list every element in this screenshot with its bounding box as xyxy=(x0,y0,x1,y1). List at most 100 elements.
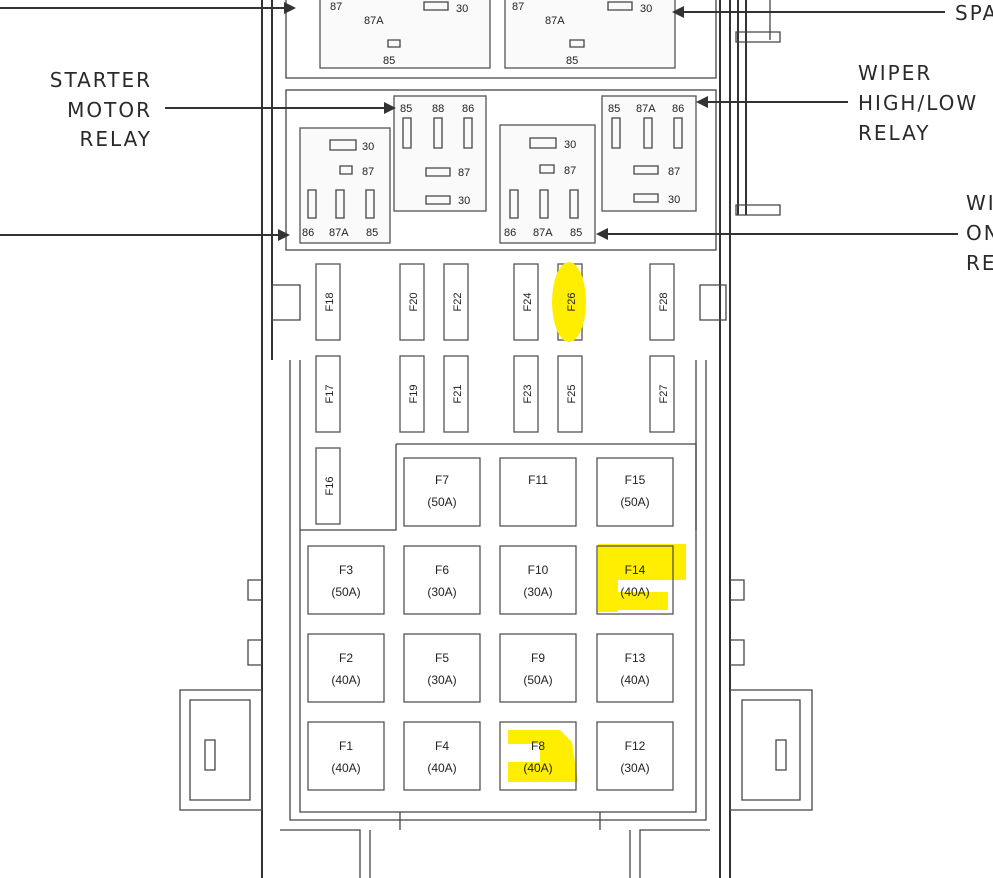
svg-text:85: 85 xyxy=(608,103,620,115)
fuse-f19-label: F19 xyxy=(408,385,420,404)
svg-text:86: 86 xyxy=(672,103,684,115)
label-wiper-line3: RELAY xyxy=(858,121,930,145)
label-wiper-line1: WIPER xyxy=(858,61,932,85)
svg-text:86: 86 xyxy=(302,227,314,239)
relay-top-left: 87 87A 30 85 xyxy=(319,0,491,69)
highlight-f26 xyxy=(552,262,586,342)
fuse-f6-rating: (30A) xyxy=(427,585,456,599)
housing-outline xyxy=(179,0,813,878)
fuse-f9-rating: (50A) xyxy=(523,673,552,687)
fuse-f2-rating: (40A) xyxy=(331,673,360,687)
svg-text:87: 87 xyxy=(564,165,576,177)
svg-text:30: 30 xyxy=(456,3,468,15)
fuse-f11-label: F11 xyxy=(528,473,548,487)
svg-text:88: 88 xyxy=(432,103,444,115)
fuse-f4-rating: (40A) xyxy=(427,761,456,775)
fuse-f25-label: F25 xyxy=(566,385,578,404)
callout-arrows xyxy=(0,2,958,241)
fuse-f7-rating: (50A) xyxy=(427,495,456,509)
svg-text:30: 30 xyxy=(640,3,652,15)
svg-text:85: 85 xyxy=(366,227,378,239)
relay-left: 30 87 86 87A 85 xyxy=(299,127,391,244)
label-starter-line2: MOTOR xyxy=(67,98,152,122)
fuse-f3-rating: (50A) xyxy=(331,585,360,599)
mini-fuse-f16: F16 xyxy=(315,447,341,525)
svg-text:87A: 87A xyxy=(545,15,565,27)
relay-wiper-high-low: 85 87A 86 87 30 xyxy=(601,95,697,212)
svg-text:30: 30 xyxy=(362,141,374,153)
fuse-f23-label: F23 xyxy=(522,385,534,404)
fuse-f10-label: F10 xyxy=(528,563,549,577)
fuse-f12-rating: (30A) xyxy=(620,761,649,775)
fuse-f9-label: F9 xyxy=(531,651,545,665)
fuse-f20-label: F20 xyxy=(408,293,420,312)
svg-text:86: 86 xyxy=(504,227,516,239)
fuse-f27-label: F27 xyxy=(658,385,670,404)
fuse-f15-label: F15 xyxy=(625,473,646,487)
fuse-f14-rating: (40A) xyxy=(620,585,649,599)
svg-text:87: 87 xyxy=(668,166,680,178)
svg-text:30: 30 xyxy=(458,195,470,207)
svg-text:87A: 87A xyxy=(636,103,656,115)
fuse-f10-rating: (30A) xyxy=(523,585,552,599)
svg-text:30: 30 xyxy=(668,194,680,206)
label-wiper-line2: HIGH/LOW xyxy=(858,91,978,115)
svg-text:85: 85 xyxy=(566,55,578,67)
fuse-f12-label: F12 xyxy=(625,739,646,753)
label-right-line1: WI xyxy=(966,191,993,215)
svg-text:30: 30 xyxy=(564,139,576,151)
svg-text:87A: 87A xyxy=(364,15,384,27)
fuse-f5-label: F5 xyxy=(435,651,449,665)
fuse-f8-rating: (40A) xyxy=(523,761,552,775)
relay-starter-motor: 85 88 86 87 30 xyxy=(393,95,487,212)
maxi-fuse-row-4: F1 (40A) F4 (40A) F8 (40A) F12 (30A) xyxy=(307,721,674,791)
fuse-f7-label: F7 xyxy=(435,473,449,487)
label-right-line3: RE xyxy=(966,251,993,275)
fuse-f2-label: F2 xyxy=(339,651,353,665)
fuse-f6-label: F6 xyxy=(435,563,449,577)
fuse-f13-rating: (40A) xyxy=(620,673,649,687)
svg-text:87A: 87A xyxy=(533,227,553,239)
svg-text:85: 85 xyxy=(383,55,395,67)
fuse-f16-label: F16 xyxy=(324,477,336,496)
svg-text:87: 87 xyxy=(330,1,342,13)
svg-text:86: 86 xyxy=(462,103,474,115)
fuse-f17-label: F17 xyxy=(324,385,336,404)
fuse-f1-label: F1 xyxy=(339,739,353,753)
fuse-f22-label: F22 xyxy=(452,293,464,312)
relay-panel xyxy=(285,89,717,251)
svg-text:87: 87 xyxy=(512,1,524,13)
svg-text:87: 87 xyxy=(458,167,470,179)
maxi-block-outline xyxy=(300,443,697,531)
label-starter-line1: STARTER xyxy=(50,68,152,92)
label-spare: SPA xyxy=(955,1,993,25)
svg-text:85: 85 xyxy=(570,227,582,239)
maxi-fuse-row-1: F7 (50A) F11 F15 (50A) xyxy=(403,457,674,527)
fuse-f4-label: F4 xyxy=(435,739,449,753)
fuse-f3-label: F3 xyxy=(339,563,353,577)
fuse-f28-label: F28 xyxy=(658,293,670,312)
svg-text:87A: 87A xyxy=(329,227,349,239)
highlight-f8 xyxy=(508,730,578,782)
relay-top-right: 87 87A 30 85 xyxy=(504,0,676,69)
fuse-f13-label: F13 xyxy=(625,651,646,665)
fuse-f15-rating: (50A) xyxy=(620,495,649,509)
fuse-f18-label: F18 xyxy=(324,293,336,312)
fuse-f21-label: F21 xyxy=(452,385,464,404)
fuse-f8-label: F8 xyxy=(531,739,545,753)
fuse-f14-label: F14 xyxy=(625,563,646,577)
mini-fuse-top-row: F18 F20 F22 F24 F26 F28 xyxy=(315,262,675,342)
maxi-fuse-row-2: F3 (50A) F6 (30A) F10 (30A) F14 (40A) xyxy=(307,545,674,615)
label-starter-line3: RELAY xyxy=(80,127,152,151)
label-right-line2: ON xyxy=(966,221,993,245)
fuse-f1-rating: (40A) xyxy=(331,761,360,775)
svg-text:85: 85 xyxy=(400,103,412,115)
fuse-f26-label: F26 xyxy=(566,293,578,312)
mini-fuse-middle-row: F17 F19 F21 F23 F25 F27 xyxy=(315,355,675,433)
fuse-f5-rating: (30A) xyxy=(427,673,456,687)
fuse-f24-label: F24 xyxy=(522,293,534,312)
maxi-fuse-row-3: F2 (40A) F5 (30A) F9 (50A) F13 (40A) xyxy=(307,633,674,703)
highlight-f14 xyxy=(598,544,686,612)
relay-middle: 30 87 86 87A 85 xyxy=(499,124,596,244)
